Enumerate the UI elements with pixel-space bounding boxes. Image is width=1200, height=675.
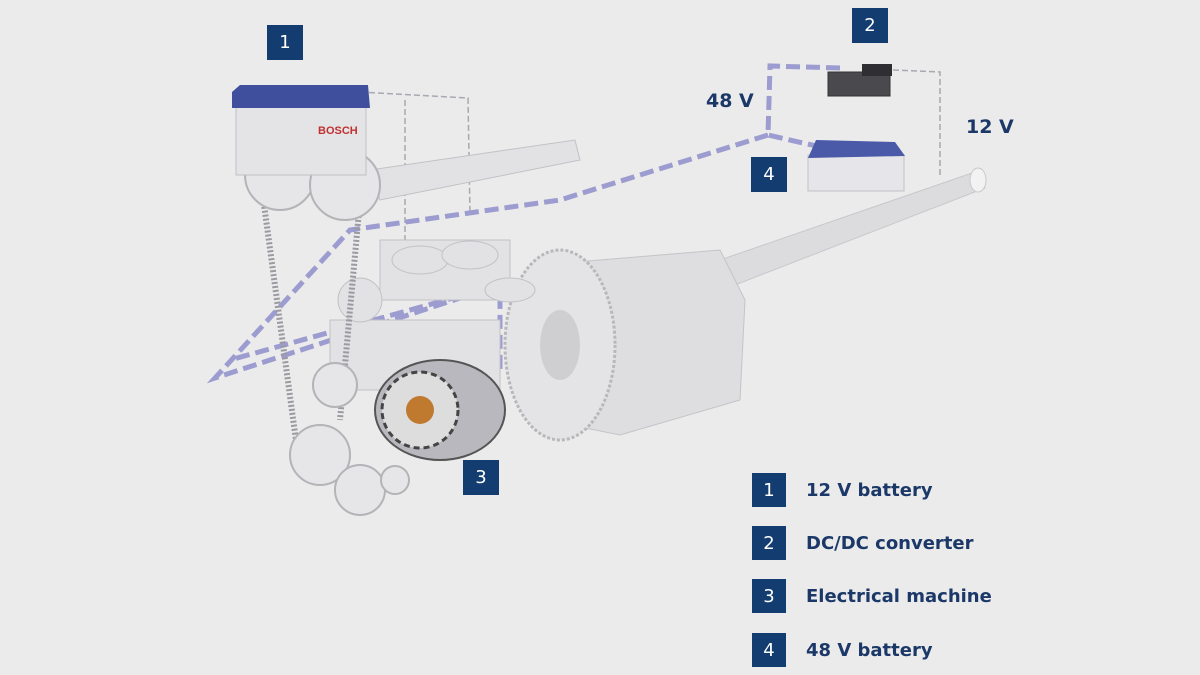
voltage-label-12v: 12 V bbox=[966, 116, 1014, 138]
transmission bbox=[503, 248, 746, 442]
callout-2-badge: 2 bbox=[852, 8, 888, 43]
legend-badge: 1 bbox=[752, 473, 786, 507]
legend-item: 2 DC/DC converter bbox=[752, 526, 974, 560]
legend-label: DC/DC converter bbox=[806, 532, 974, 554]
voltage-label-48v: 48 V bbox=[706, 90, 754, 112]
legend-label: 12 V battery bbox=[806, 479, 933, 501]
wire-12v bbox=[359, 69, 941, 240]
legend-item: 4 48 V battery bbox=[752, 633, 933, 667]
bosch-logo: BOSCH bbox=[318, 125, 358, 137]
callout-1-badge: 1 bbox=[267, 25, 303, 60]
engine bbox=[329, 139, 581, 391]
legend-item: 3 Electrical machine bbox=[752, 579, 992, 613]
legend-badge: 4 bbox=[752, 633, 786, 667]
legend-item: 1 12 V battery bbox=[752, 473, 933, 507]
legend-label: 48 V battery bbox=[806, 639, 933, 661]
legend-label: Electrical machine bbox=[806, 585, 992, 607]
electrical-machine bbox=[374, 359, 506, 461]
legend-badge: 2 bbox=[752, 526, 786, 560]
battery-48v-illustration bbox=[807, 140, 905, 192]
battery-12v-illustration: BOSCH bbox=[232, 85, 370, 176]
callout-4-badge: 4 bbox=[751, 157, 787, 192]
legend-badge: 3 bbox=[752, 579, 786, 613]
dcdc-converter-illustration bbox=[827, 64, 892, 97]
callout-3-badge: 3 bbox=[463, 460, 499, 495]
